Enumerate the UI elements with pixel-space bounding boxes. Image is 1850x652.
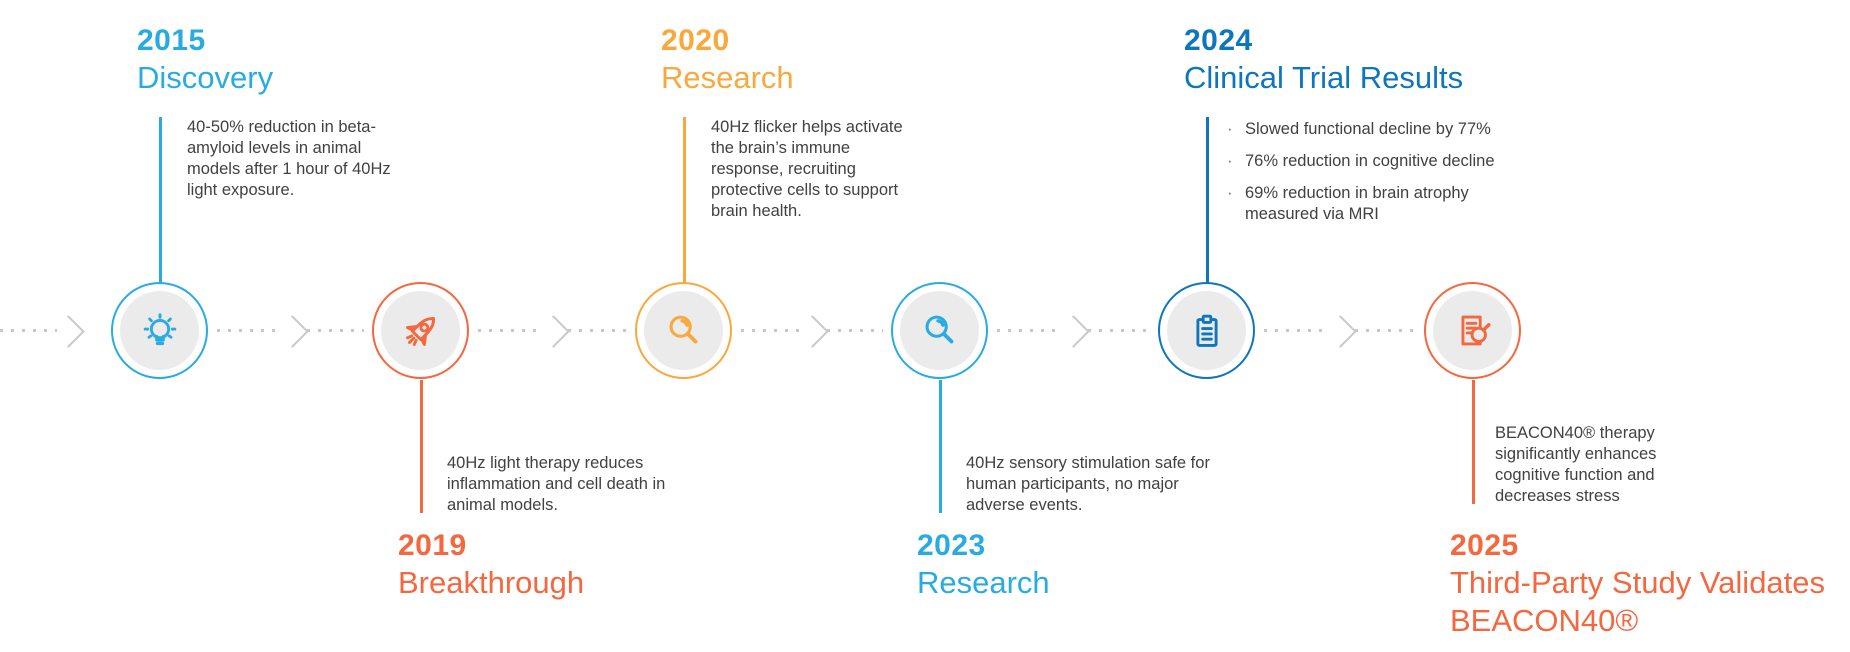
axis-dots	[478, 329, 540, 332]
chevron-right-icon	[1057, 315, 1090, 348]
year-label: 2023	[917, 529, 986, 562]
milestone-description: BEACON40® therapy significantly enhances…	[1495, 424, 1657, 505]
axis-dots	[217, 329, 279, 332]
milestone-title: Third-Party Study Validates BEACON40®	[1450, 565, 1826, 638]
axis-dots	[997, 329, 1060, 332]
year-label: 2025	[1450, 529, 1519, 562]
milestone-title-block: 2020 Research	[661, 22, 794, 97]
year-label: 2015	[137, 24, 206, 57]
chevron-right-icon	[276, 315, 309, 348]
bullet-dot: ·	[1227, 120, 1233, 138]
magnifier-icon	[900, 291, 979, 370]
year-label: 2020	[661, 24, 730, 57]
axis-dots	[741, 329, 799, 332]
chevron-right-icon	[52, 315, 85, 348]
connector-line	[683, 117, 686, 283]
connector-line	[420, 380, 423, 513]
milestone-title: Discovery	[137, 60, 274, 95]
milestone-title-block: 2015 Discovery	[137, 22, 273, 97]
chevron-right-icon	[537, 315, 570, 348]
milestone-title-block: 2023 Research	[917, 527, 1050, 602]
milestone-description: 40Hz light therapy reduces inflammation …	[447, 454, 666, 514]
bullet-item: · 76% reduction in cognitive decline	[1227, 152, 1495, 170]
document-search-icon	[1433, 291, 1512, 370]
axis-dots	[568, 329, 627, 332]
milestone-marker	[372, 282, 469, 379]
connector-line	[1206, 117, 1209, 283]
chevron-right-icon	[1324, 315, 1357, 348]
milestone-title: Clinical Trial Results	[1184, 60, 1464, 95]
axis-dots	[1088, 329, 1150, 332]
axis-dots	[307, 329, 364, 332]
milestone-title: Research	[917, 565, 1050, 600]
milestone-title: Research	[661, 60, 794, 95]
milestone-marker	[111, 282, 208, 379]
bullet-item: · Slowed functional decline by 77%	[1227, 120, 1491, 138]
bullet-dot: ·	[1227, 184, 1233, 202]
milestone-bullet-list: · Slowed functional decline by 77% · 76%…	[1227, 119, 1527, 236]
milestone-title-block: 2019 Breakthrough	[398, 527, 584, 602]
bullet-item: · 69% reduction in brain atrophy measure…	[1227, 184, 1469, 223]
year-label: 2019	[398, 529, 467, 562]
milestone-marker	[635, 282, 732, 379]
milestone-marker	[891, 282, 988, 379]
milestone-marker	[1158, 282, 1255, 379]
chevron-right-icon	[796, 315, 829, 348]
milestone-title-block: 2025 Third-Party Study Validates BEACON4…	[1450, 527, 1850, 640]
axis-dots	[1355, 329, 1416, 332]
year-label: 2024	[1184, 24, 1253, 57]
axis-dots	[0, 329, 57, 332]
axis-dots	[827, 329, 883, 332]
rocket-icon	[381, 291, 460, 370]
milestone-description: 40Hz flicker helps activate the brain’s …	[711, 118, 903, 220]
axis-dots	[1264, 329, 1327, 332]
clipboard-icon	[1167, 291, 1246, 370]
milestone-description: 40Hz sensory stimulation safe for human …	[966, 454, 1210, 514]
milestone-description: 40-50% reduction in beta-amyloid levels …	[187, 118, 391, 199]
connector-line	[159, 117, 162, 283]
magnifier-icon	[644, 291, 723, 370]
connector-line	[939, 380, 942, 513]
lightbulb-icon	[120, 291, 199, 370]
bullet-dot: ·	[1227, 152, 1233, 170]
milestone-marker	[1424, 282, 1521, 379]
milestone-title-block: 2024 Clinical Trial Results	[1184, 22, 1463, 97]
connector-line	[1472, 380, 1475, 504]
milestone-title: Breakthrough	[398, 565, 585, 600]
